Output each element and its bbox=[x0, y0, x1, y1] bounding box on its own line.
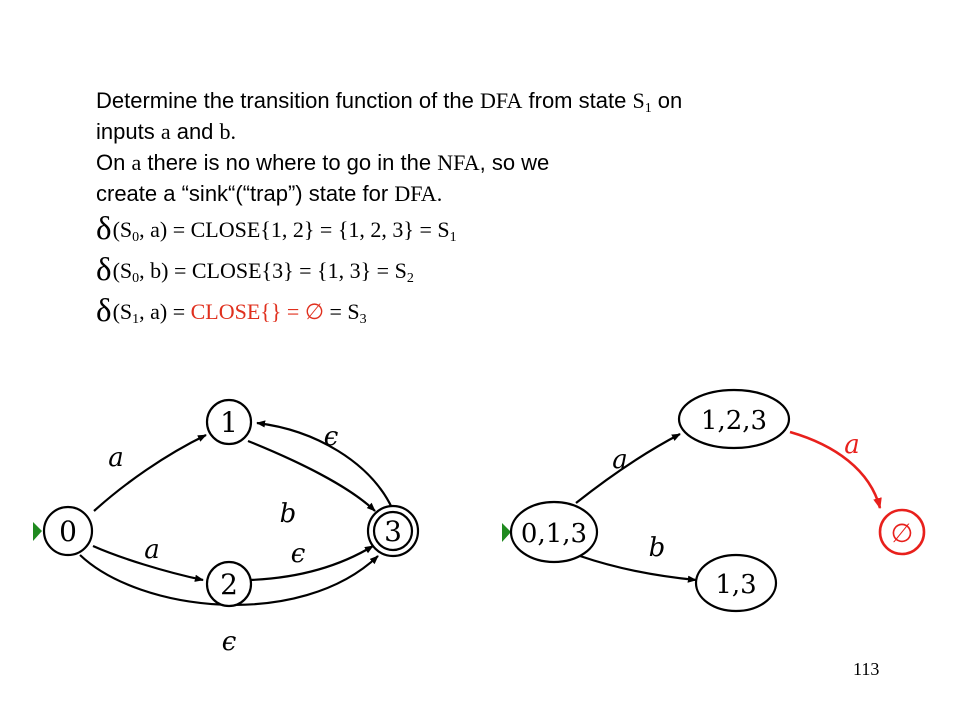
eq-text: (S bbox=[112, 217, 133, 242]
edge-0-2-a bbox=[92, 544, 204, 582]
text-span: there is no where to go in the bbox=[141, 150, 438, 175]
input-symbol-b: b bbox=[219, 119, 231, 144]
nfa-state-label: 0 bbox=[59, 515, 77, 548]
input-symbol-a: a bbox=[160, 119, 171, 144]
edge-label: ϵ bbox=[222, 627, 237, 657]
eq-text: , b) = CLOSE{3} = {1, 3} = S bbox=[139, 258, 407, 283]
subscript: 0 bbox=[132, 271, 140, 286]
start-arrow-icon bbox=[33, 522, 42, 541]
dfa-state-sink bbox=[878, 508, 926, 556]
text-line-4: create a “sink“(“trap”) state for DFA. bbox=[96, 178, 856, 209]
nfa-state-label: 1 bbox=[220, 406, 238, 439]
dfa-state-label: 1,2,3 bbox=[701, 406, 767, 436]
text-span: Determine the transition function of the bbox=[96, 88, 480, 113]
subscript: 1 bbox=[132, 312, 140, 327]
dfa-diagram: 0,1,3 1,2,3 1,3 ∅ a b a bbox=[502, 388, 926, 613]
state-symbol: S bbox=[632, 88, 645, 113]
eq-text: = S bbox=[324, 299, 360, 324]
delta-symbol: δ bbox=[96, 211, 112, 247]
text-line-2: inputs a and b. bbox=[96, 116, 856, 147]
text-line-1: Determine the transition function of the… bbox=[96, 85, 856, 116]
edge-label: b bbox=[649, 533, 666, 563]
text-span: , so we bbox=[479, 150, 550, 175]
dfa-state-label: 1,3 bbox=[715, 570, 756, 600]
explanation-text: Determine the transition function of the… bbox=[96, 85, 856, 332]
subscript: 0 bbox=[132, 230, 140, 245]
dfa-state-label: 0,1,3 bbox=[521, 519, 587, 549]
edge-1-3-b bbox=[247, 439, 376, 512]
text-span: On bbox=[96, 150, 132, 175]
edge-2-3-eps bbox=[249, 545, 374, 582]
input-symbol-a: a bbox=[131, 150, 142, 175]
text-span: . bbox=[230, 119, 237, 144]
nfa-state-3-inner bbox=[372, 510, 414, 552]
equation-3: δ(S1, a) = CLOSE{} = ∅ = S3 bbox=[96, 291, 856, 332]
dfa-term: DFA bbox=[394, 181, 437, 206]
eq-text: (S bbox=[112, 258, 133, 283]
nfa-state-3-outer bbox=[366, 504, 420, 558]
text-span: from state bbox=[522, 88, 633, 113]
edge-0-1-a bbox=[93, 434, 207, 512]
text-span: . bbox=[436, 181, 443, 206]
edge-013-13-b bbox=[579, 554, 697, 583]
dfa-state-013 bbox=[509, 500, 599, 564]
equation-2: δ(S0, b) = CLOSE{3} = {1, 3} = S2 bbox=[96, 250, 856, 291]
edge-label: ϵ bbox=[324, 422, 339, 452]
empty-closure: CLOSE{} = ∅ bbox=[190, 299, 324, 324]
nfa-state-0 bbox=[42, 505, 94, 557]
edge-013-123-a bbox=[575, 433, 681, 504]
edge-3-1-eps bbox=[256, 420, 393, 509]
nfa-state-1 bbox=[205, 398, 253, 446]
dfa-state-13 bbox=[694, 553, 778, 613]
dfa-state-label: ∅ bbox=[891, 519, 914, 549]
page-number: 113 bbox=[853, 659, 880, 679]
edge-label: a bbox=[612, 445, 628, 475]
equation-1: δ(S0, a) = CLOSE{1, 2} = {1, 2, 3} = S1 bbox=[96, 209, 856, 250]
eq-text: , a) = bbox=[139, 299, 191, 324]
dfa-state-123 bbox=[677, 388, 791, 450]
text-span: on bbox=[651, 88, 683, 113]
subscript: 1 bbox=[449, 230, 457, 245]
nfa-state-label: 2 bbox=[220, 568, 238, 601]
text-line-3: On a there is no where to go in the NFA,… bbox=[96, 147, 856, 178]
eq-text: (S bbox=[112, 299, 133, 324]
text-span: create a “sink“(“trap”) state for bbox=[96, 181, 395, 206]
edge-label: a bbox=[844, 430, 860, 460]
subscript: 1 bbox=[644, 101, 652, 116]
nfa-term: NFA bbox=[437, 150, 480, 175]
nfa-diagram: 0 1 2 3 a a b ϵ ϵ ϵ bbox=[33, 398, 420, 657]
edge-label: ϵ bbox=[291, 539, 306, 569]
nfa-state-label: 3 bbox=[384, 515, 402, 548]
edge-label: a bbox=[144, 535, 160, 565]
text-span: and bbox=[170, 119, 220, 144]
subscript: 3 bbox=[359, 312, 367, 327]
delta-symbol: δ bbox=[96, 293, 112, 329]
edge-123-sink-a bbox=[789, 430, 882, 510]
edge-label: a bbox=[108, 443, 124, 473]
subscript: 2 bbox=[406, 271, 414, 286]
text-span: inputs bbox=[96, 119, 161, 144]
nfa-state-2 bbox=[205, 560, 253, 608]
eq-text: , a) = CLOSE{1, 2} = {1, 2, 3} = S bbox=[139, 217, 450, 242]
edge-label: b bbox=[280, 499, 297, 529]
start-arrow-icon bbox=[502, 523, 511, 542]
delta-symbol: δ bbox=[96, 252, 112, 288]
dfa-term: DFA bbox=[480, 88, 523, 113]
